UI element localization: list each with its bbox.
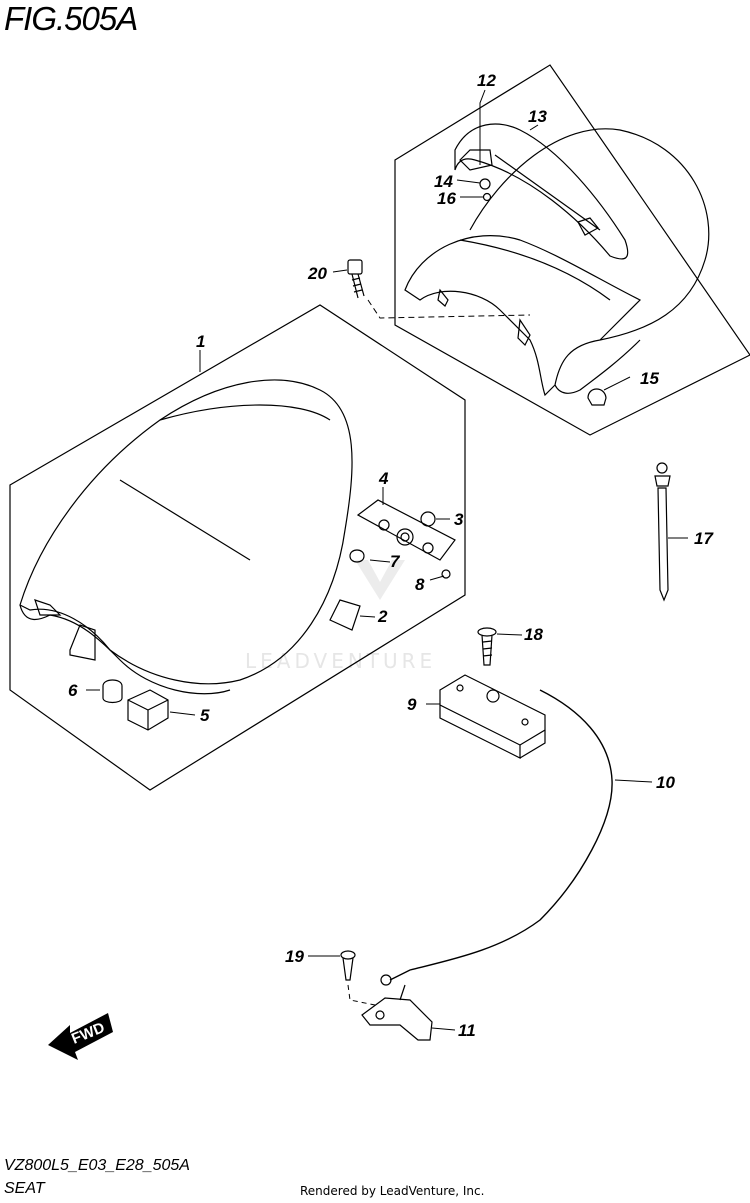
- callout-11: 11: [458, 1021, 476, 1040]
- cushion-7: [349, 549, 365, 563]
- callout-15: 15: [640, 369, 659, 388]
- leader-dashed-19: [347, 984, 376, 1006]
- washer-8: [441, 569, 451, 579]
- tie-strap-17: [654, 462, 671, 602]
- diagram-code: VZ800L5_E03_E28_505A: [4, 1157, 190, 1174]
- callout-17: 17: [694, 529, 714, 548]
- callout-7: 7: [390, 552, 401, 571]
- callout-4: 4: [378, 469, 389, 488]
- callout-13: 13: [528, 107, 547, 126]
- callout-1: 1: [196, 332, 205, 351]
- callout-19: 19: [285, 947, 304, 966]
- fwd-arrow-icon: FWD: [48, 1013, 113, 1060]
- nut-16: [482, 192, 492, 202]
- figure-title: FIG.505A: [4, 0, 138, 37]
- leader-dashed-20: [367, 299, 531, 319]
- front-seat-frame: [9, 304, 466, 791]
- bolt-20: [347, 259, 365, 299]
- callout-labels: 12 13 14 16 20 15 1 4 3 7 8 2 6 5 17 18 …: [68, 71, 714, 1040]
- front-seat: [19, 379, 353, 695]
- callout-10: 10: [656, 773, 675, 792]
- callout-12: 12: [477, 71, 496, 90]
- callout-16: 16: [437, 189, 456, 208]
- block-5: [127, 689, 169, 731]
- grommet-3: [420, 511, 436, 527]
- callout-18: 18: [524, 625, 543, 644]
- bracket-4: [356, 499, 456, 561]
- diagram-caption: SEAT: [4, 1180, 45, 1197]
- rear-seat-frame: [394, 64, 750, 436]
- damper-2: [329, 599, 361, 631]
- callouts: [86, 89, 688, 1031]
- cable-10: [389, 689, 613, 981]
- cushion-6: [102, 679, 123, 704]
- washer-14: [479, 178, 491, 190]
- watermark: LEADVENTURE: [245, 560, 436, 673]
- seat-lock-9: [439, 674, 546, 759]
- callout-2: 2: [377, 607, 388, 626]
- callout-14: 14: [434, 172, 453, 191]
- render-credit: Rendered by LeadVenture, Inc.: [300, 1184, 485, 1198]
- screw-18: [477, 627, 497, 666]
- callout-8: 8: [415, 575, 425, 594]
- cushion-15: [587, 388, 607, 406]
- bracket-11: [361, 974, 433, 1041]
- callout-20: 20: [307, 264, 327, 283]
- callout-5: 5: [200, 706, 210, 725]
- callout-3: 3: [454, 510, 464, 529]
- rear-seat: [404, 123, 710, 397]
- watermark-text: LEADVENTURE: [245, 649, 436, 673]
- callout-6: 6: [68, 681, 78, 700]
- callout-9: 9: [407, 695, 417, 714]
- screw-19: [340, 950, 356, 981]
